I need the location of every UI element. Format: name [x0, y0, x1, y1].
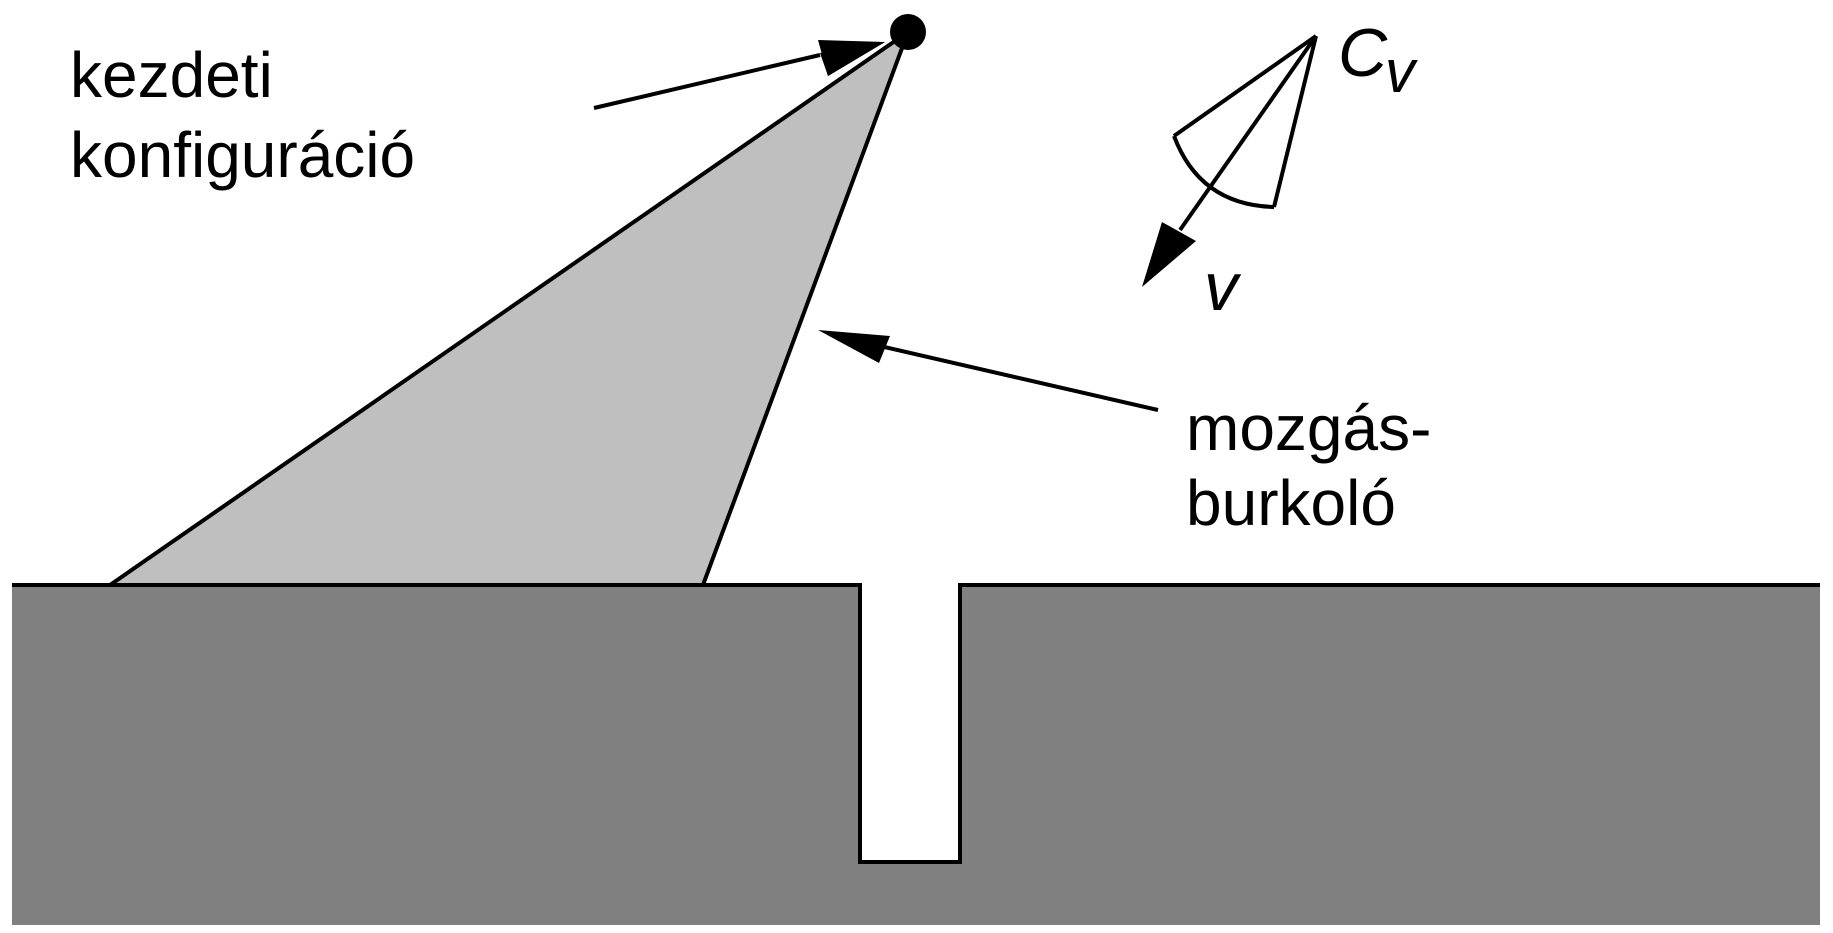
motion-envelope-label-line2: burkoló: [1186, 467, 1396, 539]
cone-cv: [1142, 34, 1318, 287]
initial-config-arrow: [593, 53, 821, 110]
vector-v-label: v: [1204, 249, 1242, 325]
ground-block: [12, 585, 1820, 925]
ground-outline: [12, 583, 1820, 864]
vector-v-arrowhead: [1142, 222, 1196, 287]
initial-config-arrowhead-tip: [818, 40, 885, 76]
initial-config-label-line1: kezdeti: [70, 39, 273, 111]
motion-envelope-label-line1: mozgás-: [1186, 392, 1431, 464]
motion-envelope-arrowhead: [818, 330, 890, 363]
initial-config-label-line2: konfiguráció: [70, 119, 415, 191]
motion-envelope-region: [103, 26, 913, 587]
initial-configuration-point: [890, 14, 926, 50]
cone-subscript-label: v: [1385, 38, 1418, 105]
cone-symbol-label: C: [1338, 15, 1388, 91]
motion-envelope-arrow: [879, 344, 1159, 412]
